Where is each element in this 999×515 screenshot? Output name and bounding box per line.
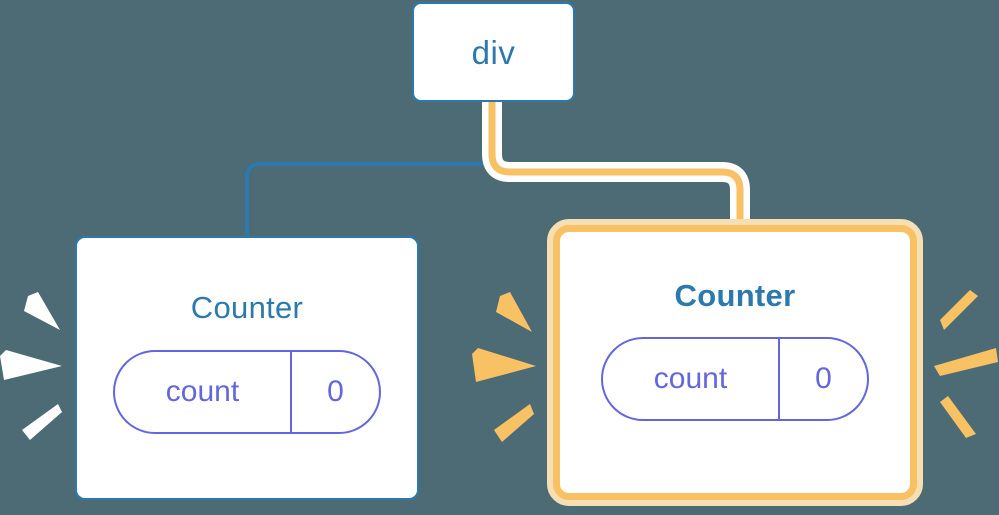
counter-left-state-key: count [165, 375, 240, 408]
edge-root-to-counter-left [245, 100, 494, 238]
counter-left-state-value: 0 [290, 352, 379, 432]
counter-right-title: Counter [674, 278, 796, 313]
counter-right-state-pill[interactable]: count 0 [601, 337, 869, 421]
edge-root-to-counter-right [488, 102, 744, 232]
node-div[interactable]: div [412, 2, 575, 102]
edge-root-to-counter-right-halo [482, 102, 750, 232]
node-counter-right[interactable]: Counter count 0 [547, 219, 923, 506]
counter-left-title: Counter [190, 290, 304, 325]
counter-right-state-value: 0 [778, 339, 867, 419]
counter-left-state-pill[interactable]: count 0 [113, 350, 381, 434]
node-div-label: div [471, 33, 516, 71]
node-counter-left[interactable]: Counter count 0 [75, 236, 419, 500]
counter-right-state-key: count [653, 362, 728, 395]
